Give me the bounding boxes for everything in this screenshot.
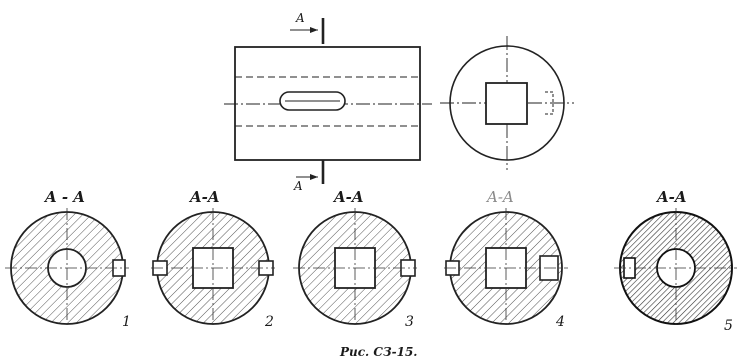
section-3: [293, 208, 417, 328]
section-3-number: 3: [405, 314, 414, 330]
front-view-outline: [234, 46, 421, 161]
section-2-title: A-A: [188, 188, 220, 206]
section-2: [151, 208, 275, 328]
figure-caption: Рис. СЗ-15.: [339, 345, 417, 359]
cut-letter-top: A: [295, 11, 305, 25]
front-view: [224, 18, 432, 184]
cut-letter-bottom: A: [293, 179, 303, 193]
section-5-number: 5: [724, 318, 733, 334]
section-4-title: A-A: [485, 188, 514, 206]
section-4: [444, 208, 568, 328]
side-view: [440, 36, 574, 170]
square-hole: [485, 82, 528, 125]
section-1: [5, 208, 129, 328]
cut-arrowhead-bottom: [310, 174, 318, 180]
section-1-number: 1: [122, 314, 131, 330]
section-2-number: 2: [264, 314, 274, 330]
section-5: [614, 208, 737, 328]
section-5-title: A-A: [655, 188, 687, 206]
section-1-title: A - A: [43, 188, 85, 206]
cut-arrowhead-top: [310, 27, 318, 33]
section-3-title: A-A: [332, 188, 364, 206]
section-4-number: 4: [555, 314, 565, 330]
